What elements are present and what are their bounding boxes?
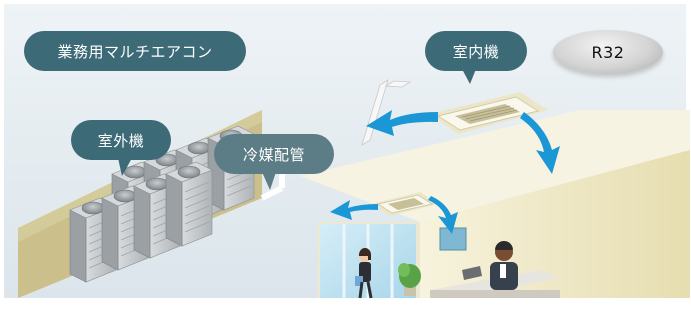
outdoor-unit (165, 161, 213, 247)
airflow-arrow-left-main (366, 110, 438, 136)
system-label-bubble: 業務用マルチエアコン (24, 31, 246, 71)
ceiling-cassette-secondary (372, 192, 438, 216)
refrigerant-label: R32 (591, 42, 625, 62)
piping-label: 冷媒配管 (242, 145, 305, 164)
office-worker-seated (490, 241, 518, 290)
office-worker-standing (355, 247, 373, 299)
system-label: 業務用マルチエアコン (57, 42, 213, 61)
indoor-unit-label: 室内機 (452, 42, 500, 61)
outdoor-units (69, 125, 255, 283)
refrigerant-badge: R32 (553, 30, 663, 74)
laptop (462, 266, 482, 280)
ceiling-cassette-main (430, 92, 548, 134)
airflow-arrow-left-secondary (330, 200, 378, 220)
airflow-arrow-right-main (520, 112, 560, 174)
potted-plant (398, 263, 421, 296)
indoor-unit-bubble: 室内機 (425, 31, 527, 71)
outdoor-unit-bubble: 室外機 (71, 120, 171, 160)
outdoor-unit-label: 室外機 (97, 131, 145, 150)
office-room (300, 110, 690, 299)
refrigerant-pipe (260, 79, 412, 201)
airflow-arrows (330, 110, 560, 234)
piping-bubble: 冷媒配管 (214, 134, 334, 174)
airflow-arrow-right-secondary (428, 196, 458, 234)
wall-monitor (439, 227, 467, 251)
